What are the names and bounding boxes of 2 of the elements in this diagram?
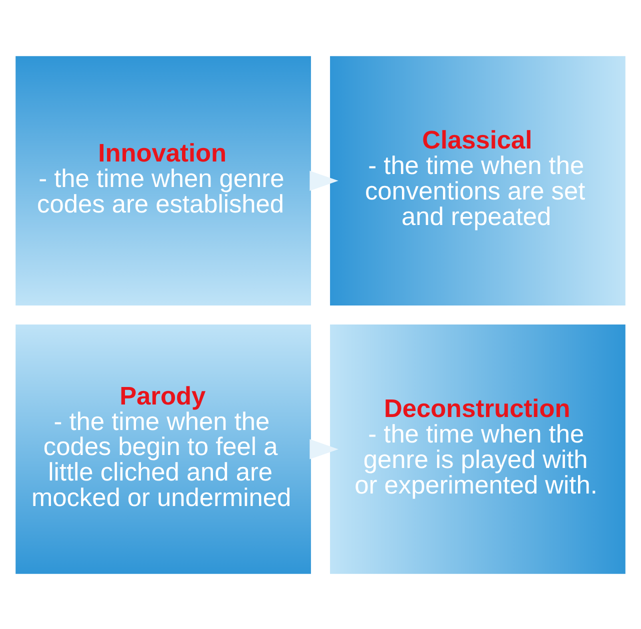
node-box: Deconstruction - the time when the genre is played with or experimented with. xyxy=(328,322,627,575)
node-box: Classical - the time when the conventions are set and repeated xyxy=(328,54,627,307)
